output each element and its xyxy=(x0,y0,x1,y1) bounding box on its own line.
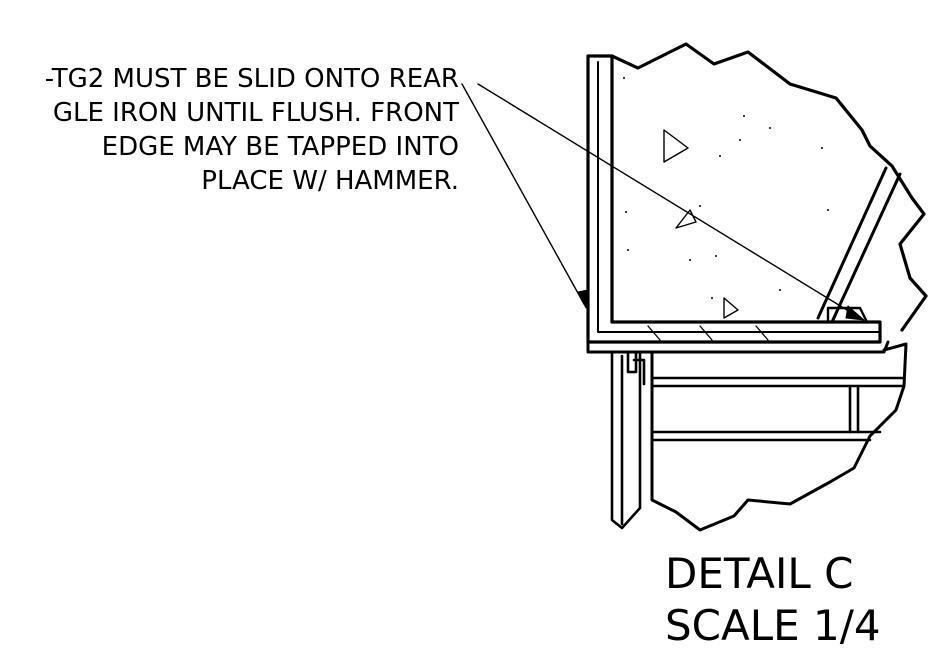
note-line-2: GLE IRON UNTIL FLUSH. FRONT xyxy=(52,98,459,128)
siding-strip xyxy=(610,350,646,530)
detail-title-block: DETAIL C SCALE 1/4 xyxy=(665,548,881,652)
leader-line-left xyxy=(461,83,585,305)
concrete-dots xyxy=(623,77,829,299)
leader-line-right xyxy=(477,83,861,319)
annotation-note: -TG2 MUST BE SLID ONTO REAR GLE IRON UNT… xyxy=(45,62,459,198)
leader-lines xyxy=(461,83,861,319)
diagonal-board xyxy=(816,166,902,324)
lower-block-outline xyxy=(650,342,908,532)
flange-hatch xyxy=(647,325,769,341)
note-line-3: EDGE MAY BE TAPPED INTO xyxy=(101,132,459,162)
board-tip xyxy=(826,306,868,324)
angle-iron-inner xyxy=(597,61,879,333)
leader-arrowhead-right xyxy=(845,305,865,321)
note-line-4: PLACE W/ HAMMER. xyxy=(201,166,459,196)
detail-scale: SCALE 1/4 xyxy=(665,601,881,650)
concrete-aggregate xyxy=(663,129,739,319)
upper-block-outline xyxy=(610,42,928,332)
detail-title: DETAIL C xyxy=(665,549,854,598)
note-line-1: -TG2 MUST BE SLID ONTO REAR xyxy=(44,64,459,94)
brick-courses xyxy=(650,376,906,442)
flange-outline xyxy=(586,340,890,354)
